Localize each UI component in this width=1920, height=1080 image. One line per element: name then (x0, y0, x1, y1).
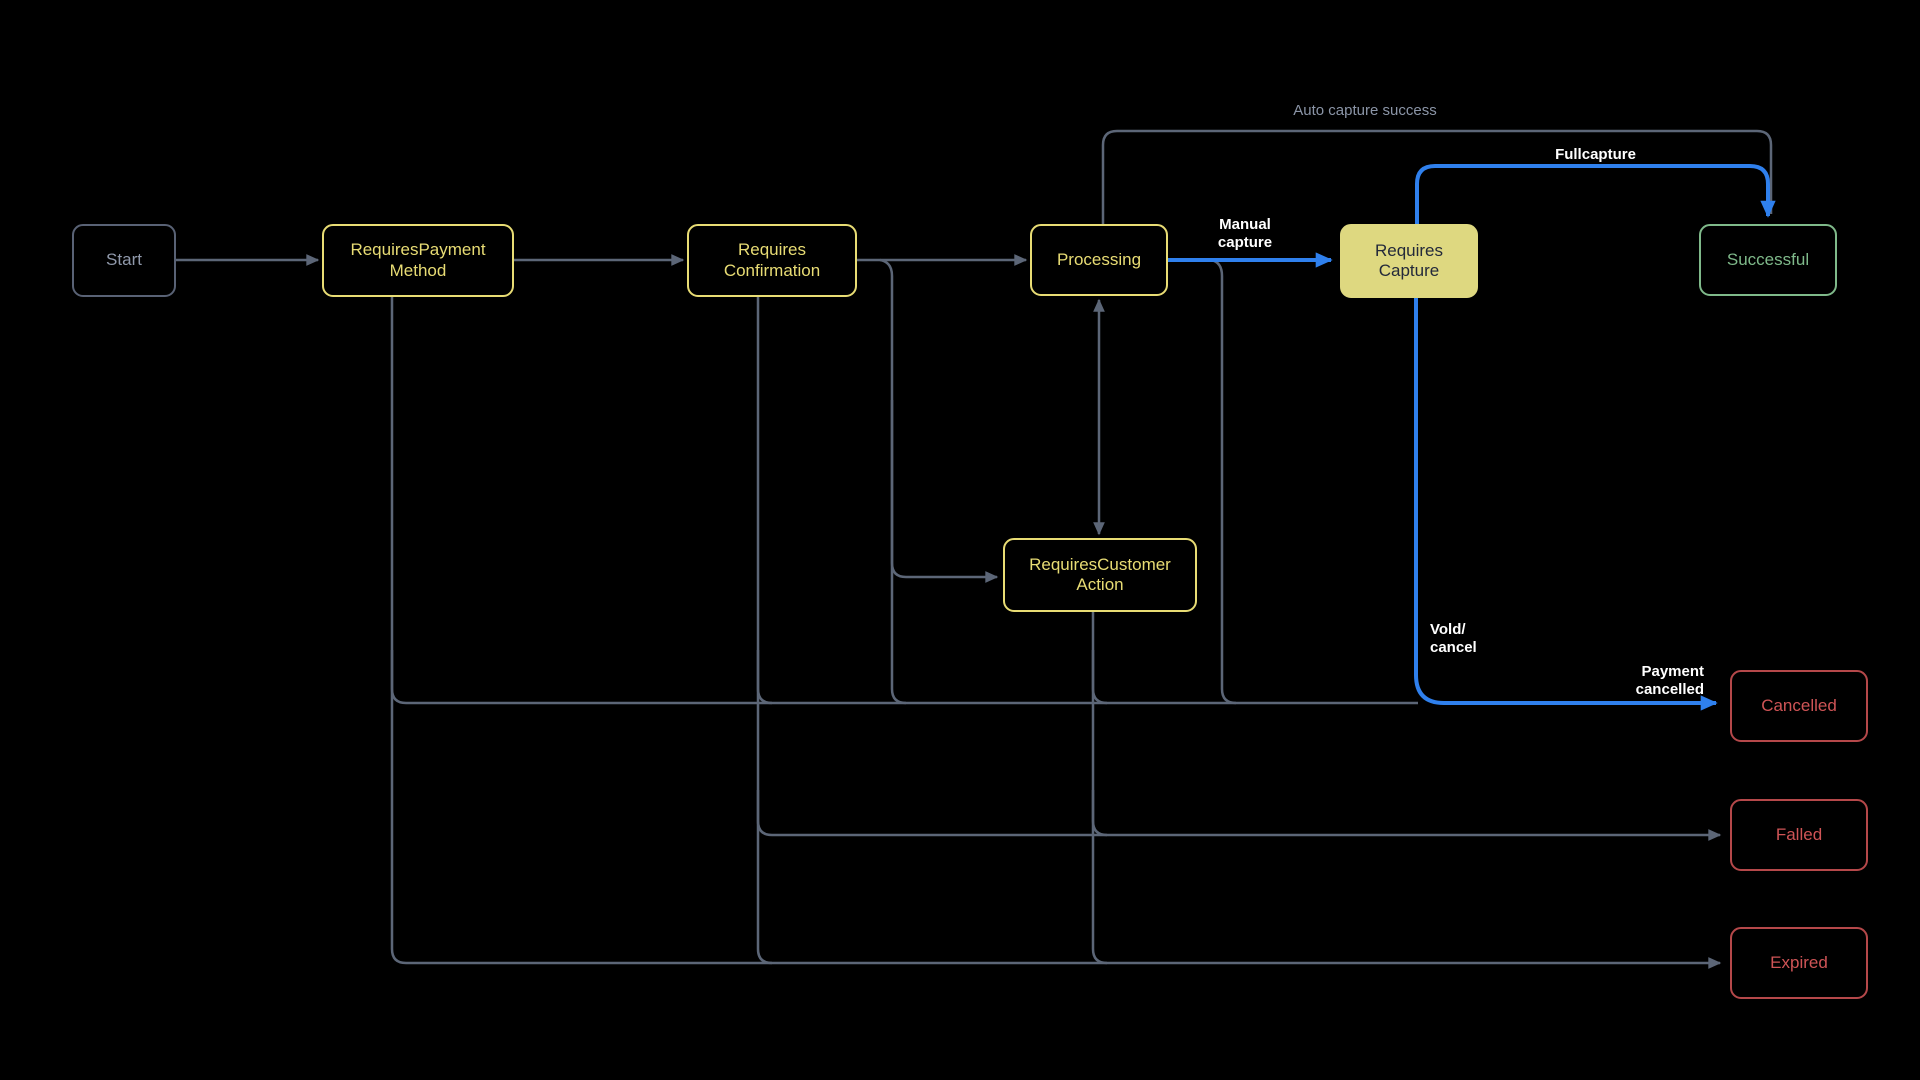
node-cancelled[interactable]: Cancelled (1730, 670, 1868, 742)
edge-label-manual-capture: Manual capture (1217, 216, 1273, 251)
edge-label-auto-capture-success: Auto capture success (1293, 102, 1437, 119)
edge-requiresconfirmation-to-cancelled-row (756, 650, 773, 705)
edge-requirescustomeraction-to-failed-row (1091, 790, 1108, 837)
node-requires-customer-action[interactable]: RequiresCustomer Action (1003, 538, 1197, 612)
edge-requiresconfirmation-to-requirescustomeraction (879, 258, 999, 583)
edge-requiresconfirmation-to-failed-row (756, 790, 773, 837)
node-requires-capture[interactable]: Requires Capture (1340, 224, 1478, 298)
edge-requirescapture-to-cancelled-void (1414, 296, 1718, 711)
node-processing[interactable]: Processing (1030, 224, 1168, 296)
node-expired[interactable]: Expired (1730, 927, 1868, 999)
edge-processing-to-successful-autocapture (1101, 129, 1773, 224)
edge-requirescustomeraction-to-cancelled-row (1091, 650, 1108, 705)
edge-branch-to-cancelled-row (890, 400, 907, 705)
edge-requirescapture-to-successful-fullcapture (1415, 164, 1776, 224)
edge-requiresconfirmation-down (756, 296, 773, 965)
edge-label-fullcapture: Fullcapture (1555, 146, 1636, 163)
edge-processing-to-cancelled-row (1210, 258, 1237, 705)
edge-requirespaymentmethod-down (390, 296, 407, 965)
node-requires-confirmation[interactable]: Requires Confirmation (687, 224, 857, 297)
edge-label-payment-cancelled: Payment cancelled (1635, 663, 1704, 698)
edge-requirespaymentmethod-to-cancelled-row (390, 650, 407, 705)
node-failed[interactable]: Falled (1730, 799, 1868, 871)
node-start[interactable]: Start (72, 224, 176, 297)
edge-label-void-cancel: Vold/ cancel (1430, 621, 1477, 656)
node-requires-payment-method[interactable]: RequiresPayment Method (322, 224, 514, 297)
node-successful[interactable]: Successful (1699, 224, 1837, 296)
edge-requirescustomeraction-down (1091, 612, 1108, 965)
